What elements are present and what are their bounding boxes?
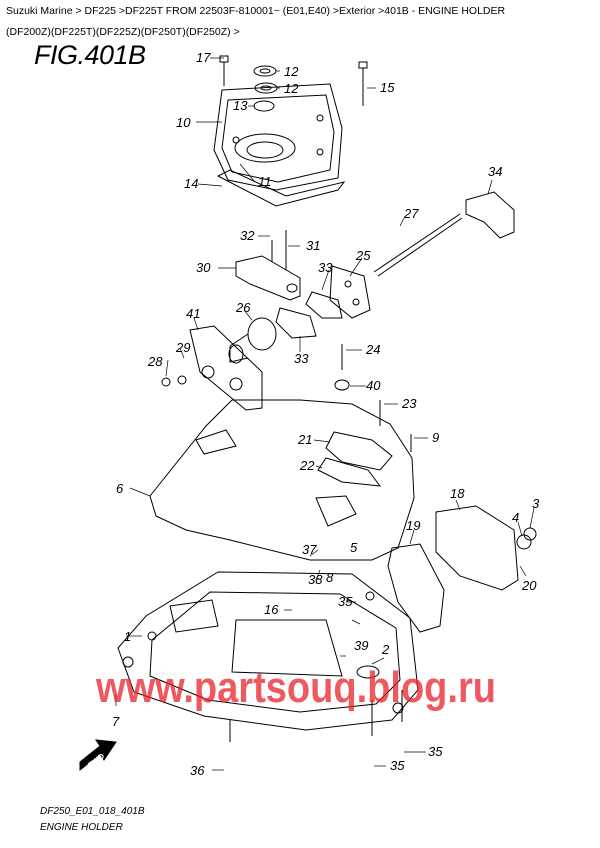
callout-label[interactable]: 35 <box>390 758 405 773</box>
callout-label[interactable]: 41 <box>186 306 200 321</box>
callout-label[interactable]: 5 <box>350 540 358 555</box>
callout-label[interactable]: 33 <box>318 260 333 275</box>
mount-bush-part[interactable] <box>228 317 277 364</box>
figure-title: FIG.401B <box>34 40 146 70</box>
callout-label[interactable]: 10 <box>176 115 191 130</box>
mount-holder-part[interactable] <box>161 325 263 411</box>
callout-label[interactable]: 12 <box>284 81 299 96</box>
callout-label[interactable]: 27 <box>403 206 419 221</box>
mount-washer-part[interactable] <box>275 265 371 339</box>
callout-label[interactable]: 2 <box>381 642 390 657</box>
callout-label[interactable]: 24 <box>365 342 380 357</box>
callout-label[interactable]: 21 <box>297 432 312 447</box>
callout-label[interactable]: 30 <box>196 260 211 275</box>
engine-cover-part[interactable] <box>213 83 343 191</box>
callout-label[interactable]: 1 <box>124 629 131 644</box>
callout-label[interactable]: 12 <box>284 64 299 79</box>
callout-label[interactable]: 28 <box>147 354 163 369</box>
callout-label[interactable]: 7 <box>112 714 120 729</box>
callout-label[interactable]: 31 <box>306 238 320 253</box>
small-fastener-part[interactable] <box>334 344 412 452</box>
water-cover-part[interactable] <box>317 431 393 487</box>
drawing-code: DF250_E01_018_401B <box>40 806 145 817</box>
callout-labels: 1 2 3 4 5 6 7 8 9 10 11 12 12 13 14 15 1… <box>112 50 540 778</box>
callout-label[interactable]: 35 <box>338 594 353 609</box>
callout-label[interactable]: 33 <box>294 351 309 366</box>
callout-label[interactable]: 19 <box>406 518 420 533</box>
engine-mount-part[interactable] <box>235 230 301 301</box>
callout-label[interactable]: 14 <box>184 176 198 191</box>
callout-label[interactable]: 17 <box>196 50 211 65</box>
bolt-part[interactable] <box>219 55 368 106</box>
engine-holder-part[interactable] <box>117 571 419 731</box>
callout-label[interactable]: 3 <box>532 496 540 511</box>
breadcrumb[interactable]: Suzuki Marine > DF225 >DF225T FROM 22503… <box>6 5 506 17</box>
diagram-caption: ENGINE HOLDER <box>40 822 123 833</box>
callout-label[interactable]: 36 <box>190 763 205 778</box>
callout-label[interactable]: 29 <box>175 340 190 355</box>
watermark: www.partsouq.blog.ru <box>95 663 496 712</box>
holder-bolt-part[interactable] <box>229 690 403 742</box>
callout-label[interactable]: 25 <box>355 248 371 263</box>
callout-label[interactable]: 13 <box>233 98 248 113</box>
cover-gasket-part[interactable] <box>216 169 346 207</box>
callout-label[interactable]: 40 <box>366 378 381 393</box>
fwd-arrow-icon <box>79 739 117 772</box>
callout-label[interactable]: 23 <box>401 396 417 411</box>
callout-label[interactable]: 39 <box>354 638 368 653</box>
callout-label[interactable]: 32 <box>240 228 255 243</box>
holder-gasket-part[interactable] <box>149 399 415 561</box>
through-bolt-part[interactable] <box>373 213 463 277</box>
callout-label[interactable]: 11 <box>258 174 272 189</box>
callout-label[interactable]: 15 <box>380 80 395 95</box>
callout-label[interactable]: 16 <box>264 602 279 617</box>
callout-label[interactable]: 34 <box>488 164 502 179</box>
callout-label[interactable]: 37 <box>302 542 317 557</box>
callout-label[interactable]: 22 <box>299 458 315 473</box>
callout-label[interactable]: 26 <box>235 300 251 315</box>
callout-label[interactable]: 20 <box>521 578 537 593</box>
callout-label[interactable]: 18 <box>450 486 465 501</box>
callout-label[interactable]: 9 <box>432 430 439 445</box>
callout-label[interactable]: 38 <box>308 572 323 587</box>
callout-label[interactable]: 6 <box>116 481 124 496</box>
breadcrumb-models[interactable]: (DF200Z)(DF225T)(DF225Z)(DF250T)(DF250Z)… <box>6 26 240 38</box>
callout-label[interactable]: 8 <box>326 570 334 585</box>
callout-label[interactable]: 4 <box>512 510 519 525</box>
mount-bracket-part[interactable] <box>465 191 515 239</box>
callout-label[interactable]: 35 <box>428 744 443 759</box>
